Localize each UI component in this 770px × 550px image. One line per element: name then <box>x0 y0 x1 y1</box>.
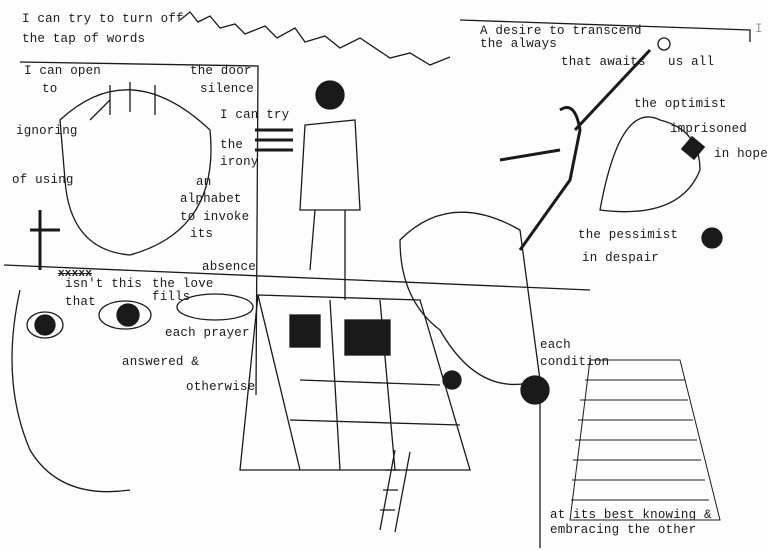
poem-line: the always <box>480 37 558 51</box>
diamond <box>680 135 706 161</box>
left-panel-frame <box>3 61 591 396</box>
poem-line: us all <box>668 55 715 69</box>
poem-line: the love <box>152 277 214 291</box>
poem-line: silence <box>200 82 254 96</box>
page-mark: I <box>755 22 763 36</box>
poem-line: each prayer <box>165 326 250 340</box>
pupil-large <box>116 303 140 327</box>
girl-body <box>299 119 361 300</box>
poem-line: answered & <box>122 355 200 369</box>
poem-line: ignoring <box>16 124 78 138</box>
poem-line: to invoke <box>180 210 250 224</box>
dark-blot <box>442 370 462 390</box>
poem-line: otherwise <box>186 380 256 394</box>
poem-line: imprisoned <box>670 122 748 136</box>
poem-line: its <box>190 227 214 241</box>
hand-drawing <box>59 82 212 256</box>
halo <box>176 293 254 321</box>
poem-line: condition <box>540 355 610 369</box>
poem-line: the <box>220 138 244 152</box>
eye-left <box>26 311 64 339</box>
poem-line: A desire to transcend <box>480 24 642 38</box>
ladder <box>379 449 411 533</box>
poem-line: I can open <box>24 64 102 78</box>
dark-blot-2 <box>520 375 550 405</box>
poem-line: the pessimist <box>578 228 679 242</box>
poem-line: that <box>65 295 96 309</box>
poem-line: the tap of words <box>22 32 146 46</box>
struck-text: xxxxx <box>58 268 93 280</box>
poem-line: the door <box>190 64 252 78</box>
poem-line: an <box>196 175 212 189</box>
window-2 <box>344 319 391 356</box>
window-1 <box>289 314 321 348</box>
poem-line: alphabet <box>180 192 242 206</box>
poem-line: I can try to turn off <box>22 12 184 26</box>
poem-line: to <box>42 82 58 96</box>
poem-line: that awaits <box>561 55 646 69</box>
poem-line: in hope <box>714 147 768 161</box>
poem-line: of using <box>12 173 74 187</box>
small-figure <box>30 210 60 270</box>
stripes <box>255 128 293 152</box>
poem-line: embracing the other <box>550 523 697 537</box>
head-drawing <box>399 211 541 386</box>
dark-blot-3 <box>701 227 723 249</box>
right-panel-frame <box>459 19 751 548</box>
face-outline <box>11 289 131 493</box>
poem-line: the optimist <box>634 97 727 111</box>
poem-line: at its best knowing & <box>550 508 712 522</box>
poem-line: each <box>540 338 571 352</box>
poem-line: in despair <box>582 251 660 265</box>
poem-line: isn't this <box>65 277 143 291</box>
road-drawing <box>569 359 721 521</box>
dancer-figure <box>499 48 652 251</box>
poem-line: I can try <box>220 108 290 122</box>
house-drawing <box>239 294 471 471</box>
poem-line: fills <box>152 290 191 304</box>
hand-right <box>599 116 701 213</box>
poem-line: irony <box>220 155 259 169</box>
poem-line: absence <box>202 260 256 274</box>
treeline-drawing <box>179 11 451 66</box>
eye-large <box>98 300 152 330</box>
girl-head <box>315 80 345 110</box>
